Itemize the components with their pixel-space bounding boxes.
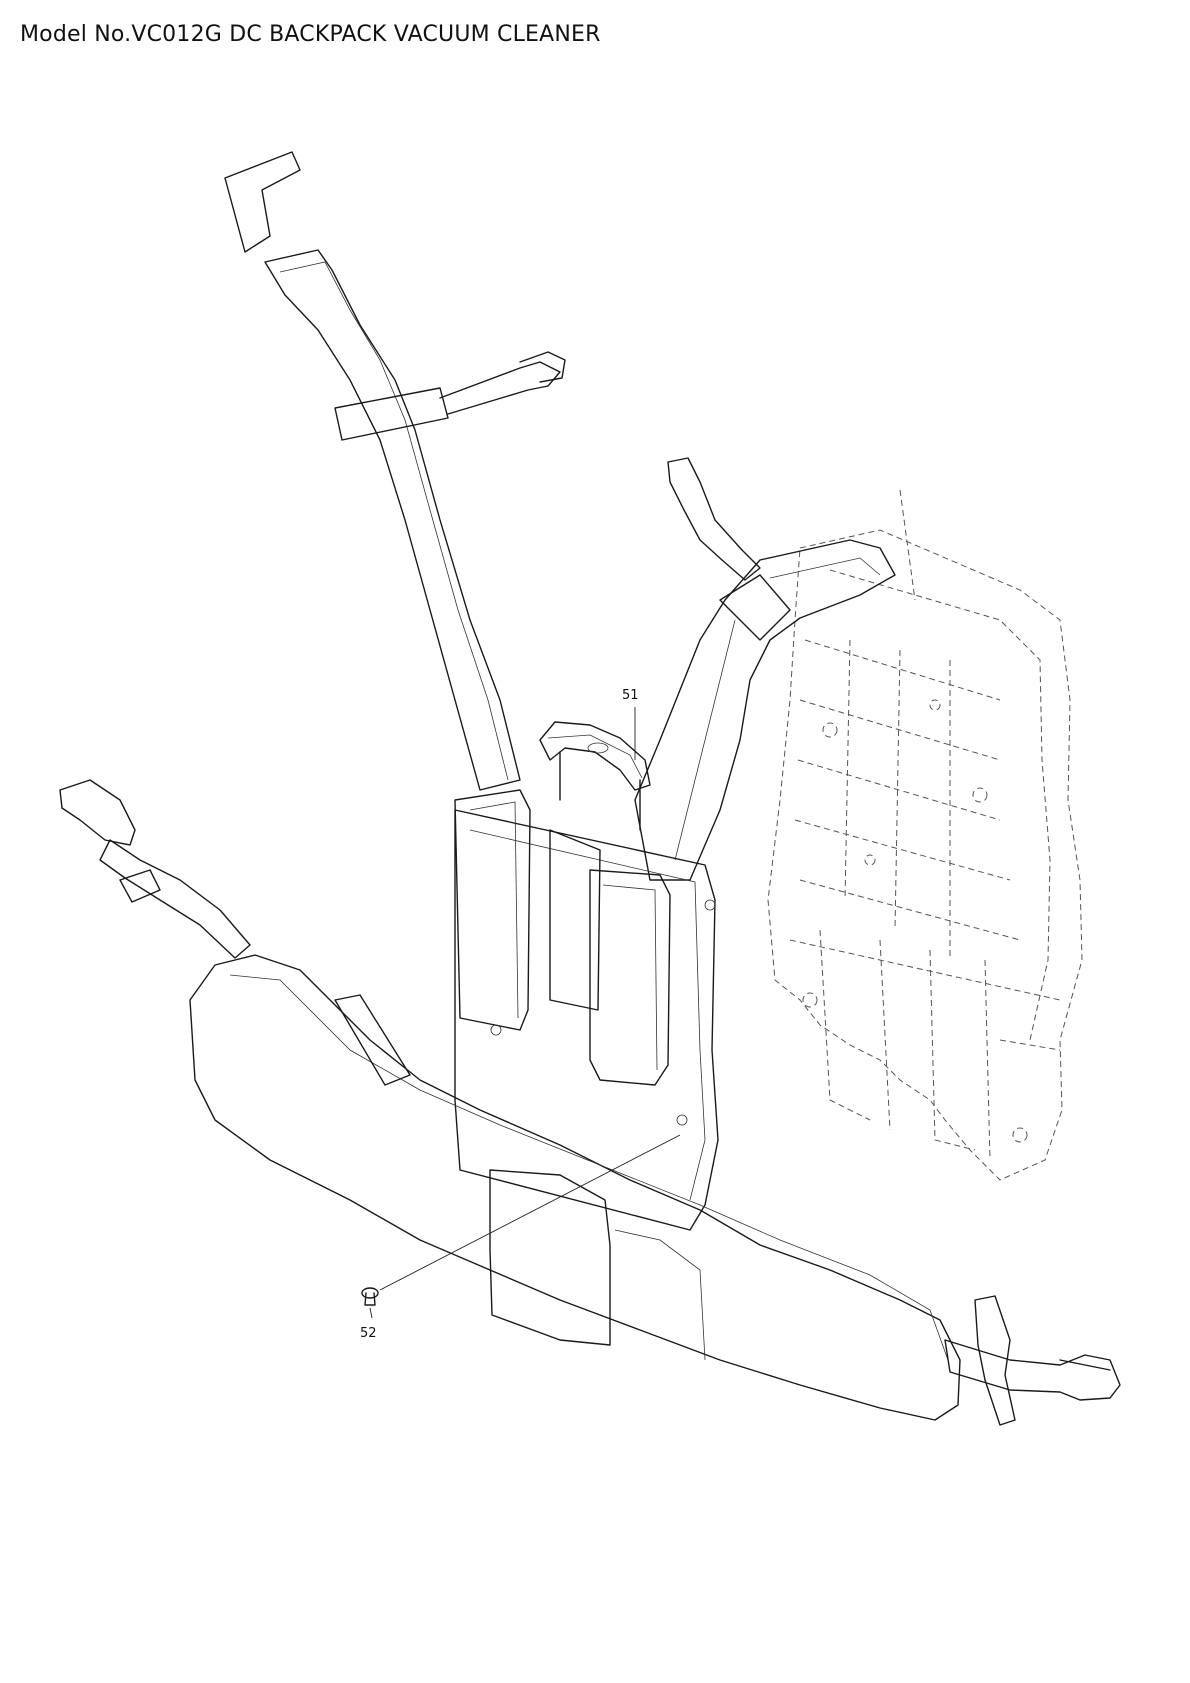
screw-part-52 bbox=[361, 1287, 379, 1306]
back-plate bbox=[454, 789, 719, 1231]
callout-52-label: 52 bbox=[360, 1326, 377, 1341]
carry-handle-part-51 bbox=[539, 721, 651, 831]
callout-52-tick bbox=[369, 1307, 373, 1319]
callout-52-leader bbox=[379, 1134, 681, 1291]
left-shoulder-strap bbox=[224, 151, 566, 791]
callout-51-label: 51 bbox=[622, 688, 639, 703]
page-title: Model No.VC012G DC BACKPACK VACUUM CLEAN… bbox=[20, 22, 601, 47]
hip-belt bbox=[189, 954, 961, 1421]
right-belt-buckle bbox=[944, 1295, 1121, 1426]
right-shoulder-strap bbox=[634, 457, 896, 881]
left-belt-buckle bbox=[59, 779, 251, 959]
vacuum-body-phantom bbox=[767, 489, 1083, 1181]
